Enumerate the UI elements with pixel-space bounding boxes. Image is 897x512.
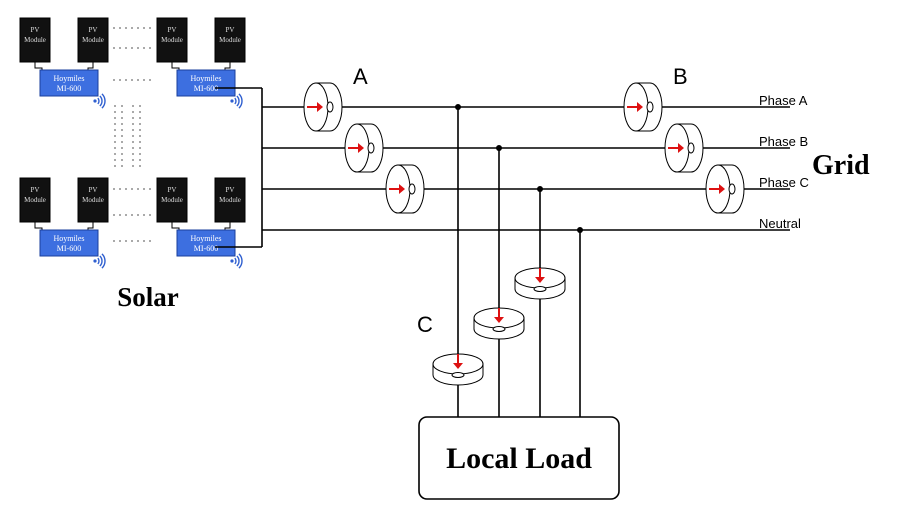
pv-module: PV Module (19, 17, 51, 70)
pv-module: PV Module (156, 177, 188, 230)
local-load-label: Local Load (446, 442, 592, 475)
inverter-label: Hoymiles (190, 74, 221, 83)
pv-module-label: PV (89, 186, 98, 194)
current-transformer (623, 82, 663, 132)
arrow-icon (709, 184, 725, 194)
solar-bus (215, 87, 263, 248)
inverter-label: MI-600 (57, 244, 81, 253)
inverter-label: MI-600 (194, 244, 218, 253)
arrow-icon (668, 143, 684, 153)
pv-module-label: Module (24, 36, 46, 44)
wifi-icon (93, 93, 106, 109)
arrow-icon (494, 308, 504, 323)
solar-label: Solar (117, 282, 179, 312)
current-transformer (432, 353, 484, 386)
pv-module-label: PV (226, 186, 235, 194)
pv-module-label: Module (24, 196, 46, 204)
current-transformer (705, 164, 745, 214)
ct-group-b-label: B (673, 64, 688, 89)
array-continuation-dots (113, 27, 152, 242)
arrow-icon (348, 143, 364, 153)
pv-module: PV Module (77, 177, 109, 230)
phase-a-label: Phase A (759, 93, 808, 108)
pv-module: PV Module (214, 177, 246, 230)
inverter-label: MI-600 (194, 84, 218, 93)
local-load-box (418, 416, 620, 500)
pv-module-label: PV (31, 186, 40, 194)
pv-module-label: Module (82, 36, 104, 44)
grid-label: Grid (812, 150, 870, 181)
pv-module: PV Module (77, 17, 109, 70)
current-transformer (514, 267, 566, 300)
arrow-icon (389, 184, 405, 194)
ct-group-c-label: C (417, 312, 433, 337)
pv-module-label: PV (226, 26, 235, 34)
pv-module-label: PV (168, 186, 177, 194)
wifi-icon (230, 253, 243, 269)
pv-module-label: Module (161, 196, 183, 204)
inverter-label: Hoymiles (53, 234, 84, 243)
current-transformers (303, 82, 745, 386)
grid-conductors (262, 106, 790, 231)
current-transformer (385, 164, 425, 214)
arrow-icon (453, 354, 463, 369)
pv-module-label: PV (168, 26, 177, 34)
ct-group-a-label: A (353, 64, 368, 89)
arrow-icon (627, 102, 643, 112)
inverter-label: MI-600 (57, 84, 81, 93)
pv-module: PV Module (19, 177, 51, 230)
current-transformer (344, 123, 384, 173)
pv-module-label: Module (219, 36, 241, 44)
pv-module-label: Module (82, 196, 104, 204)
wifi-icon (230, 93, 243, 109)
pv-module-label: Module (161, 36, 183, 44)
current-transformer (664, 123, 704, 173)
pv-module: PV Module (156, 17, 188, 70)
solar-array: PVModulePVModuleHoymilesMI-600PVModulePV… (19, 17, 246, 269)
junction-dots (455, 104, 583, 233)
pv-module-label: PV (89, 26, 98, 34)
arrow-icon (535, 268, 545, 283)
inverter-label: Hoymiles (190, 234, 221, 243)
wifi-icon (93, 253, 106, 269)
inverter-label: Hoymiles (53, 74, 84, 83)
current-transformer (303, 82, 343, 132)
pv-module-label: Module (219, 196, 241, 204)
phase-c-label: Phase C (759, 175, 809, 190)
pv-module: PV Module (214, 17, 246, 70)
neutral-label: Neutral (759, 216, 801, 231)
current-transformer (473, 307, 525, 340)
pv-module-label: PV (31, 26, 40, 34)
arrow-icon (307, 102, 323, 112)
phase-b-label: Phase B (759, 134, 808, 149)
